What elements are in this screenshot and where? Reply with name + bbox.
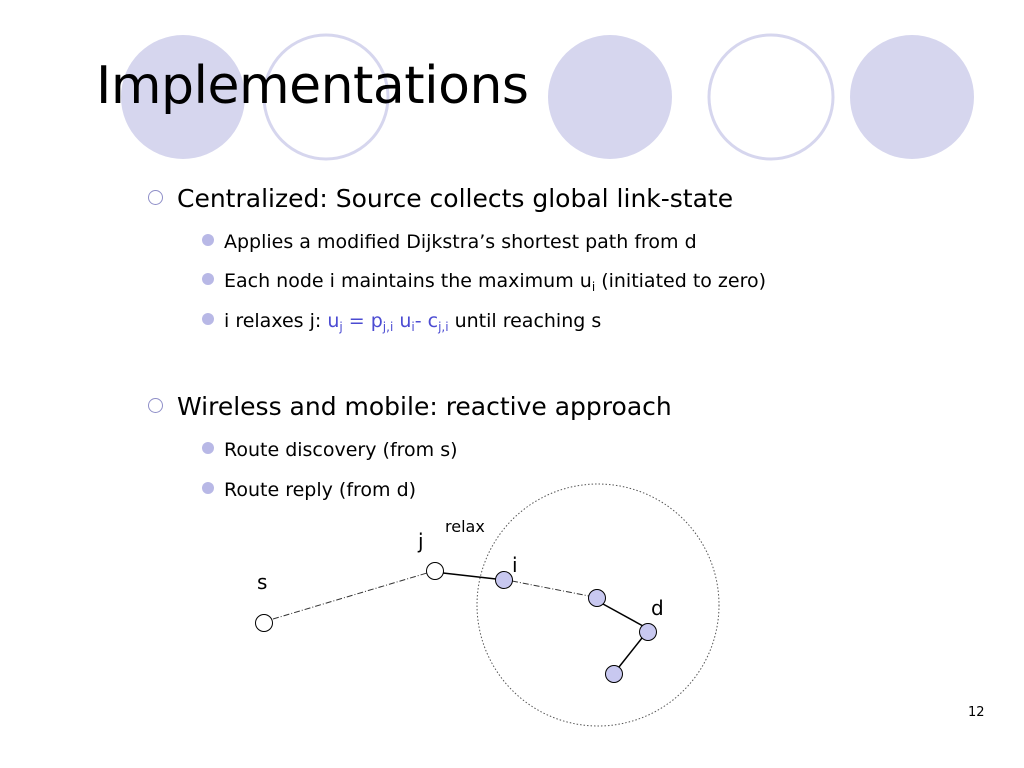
formula-eq-p: = p: [342, 310, 383, 332]
formula-p-sub: j,i: [382, 320, 394, 334]
sub-bullet-relax: i relaxes j: uj = pj,i ui- cj,i until re…: [202, 309, 601, 333]
edge-s-j: [272, 572, 428, 620]
formula-c-sub: j,i: [438, 320, 449, 334]
node-j: [426, 562, 444, 580]
bullet-centralized-text: Centralized: Source collects global link…: [177, 184, 734, 213]
label-i: i: [512, 553, 518, 577]
sub-bullet-maximum-post: (initiated to zero): [595, 270, 767, 292]
bullet-wireless-text: Wireless and mobile: reactive approach: [177, 392, 672, 421]
node-s: [255, 614, 273, 632]
hollow-bullet-icon: [148, 189, 163, 205]
relax-formula: uj = pj,i ui- cj,i: [327, 310, 449, 334]
label-relax: relax: [445, 517, 485, 536]
transmission-range-circle: [476, 483, 720, 727]
dot-bullet-icon: [202, 233, 214, 246]
deco-circle-filled-1: [121, 35, 245, 159]
formula-ui: u: [393, 310, 412, 332]
sub-bullet-maximum-subscript: i: [591, 280, 596, 294]
edge-i-node: [511, 580, 590, 597]
sub-bullet-route-reply-text: Route reply (from d): [224, 479, 417, 501]
formula-ui-sub: i: [411, 320, 415, 334]
sub-bullet-dijkstra-text: Applies a modified Dijkstra’s shortest p…: [224, 231, 697, 253]
sub-bullet-route-reply: Route reply (from d): [202, 478, 416, 502]
dot-bullet-icon: [202, 481, 214, 494]
edge-d-node: [618, 637, 643, 668]
sub-bullet-maximum: Each node i maintains the maximum ui (in…: [202, 269, 766, 293]
deco-circle-outline-2: [707, 33, 835, 161]
sub-bullet-maximum-pre: Each node i maintains the maximum u: [224, 270, 592, 292]
label-j: j: [418, 529, 424, 553]
sub-bullet-dijkstra: Applies a modified Dijkstra’s shortest p…: [202, 230, 697, 254]
label-d: d: [651, 596, 664, 620]
hollow-bullet-icon: [148, 397, 163, 413]
dot-bullet-icon: [202, 272, 214, 285]
node-i: [495, 571, 513, 589]
dot-bullet-icon: [202, 312, 214, 325]
page-number: 12: [968, 705, 985, 720]
bullet-wireless: Wireless and mobile: reactive approach: [148, 392, 672, 422]
deco-circle-filled-2: [548, 35, 672, 159]
relax-pre: i relaxes j:: [224, 310, 328, 332]
formula-u: u: [327, 310, 340, 332]
decorative-circles: [121, 33, 974, 161]
relax-post: until reaching s: [448, 310, 602, 332]
node-d: [639, 623, 657, 641]
slide-title: Implementations: [96, 56, 529, 116]
formula-minus-c: - c: [414, 310, 439, 332]
dot-bullet-icon: [202, 441, 214, 454]
bullet-centralized: Centralized: Source collects global link…: [148, 184, 733, 214]
label-s: s: [257, 570, 268, 594]
deco-circle-outline-1: [262, 33, 390, 161]
edge-j-i: [442, 572, 497, 580]
sub-bullet-route-discovery-text: Route discovery (from s): [224, 439, 458, 461]
deco-circle-filled-3: [850, 35, 974, 159]
node-leaf: [605, 665, 623, 683]
sub-bullet-route-discovery: Route discovery (from s): [202, 438, 458, 462]
edge-node-d: [602, 603, 644, 627]
node-intermediate: [588, 589, 606, 607]
formula-u-sub: j: [339, 320, 343, 334]
